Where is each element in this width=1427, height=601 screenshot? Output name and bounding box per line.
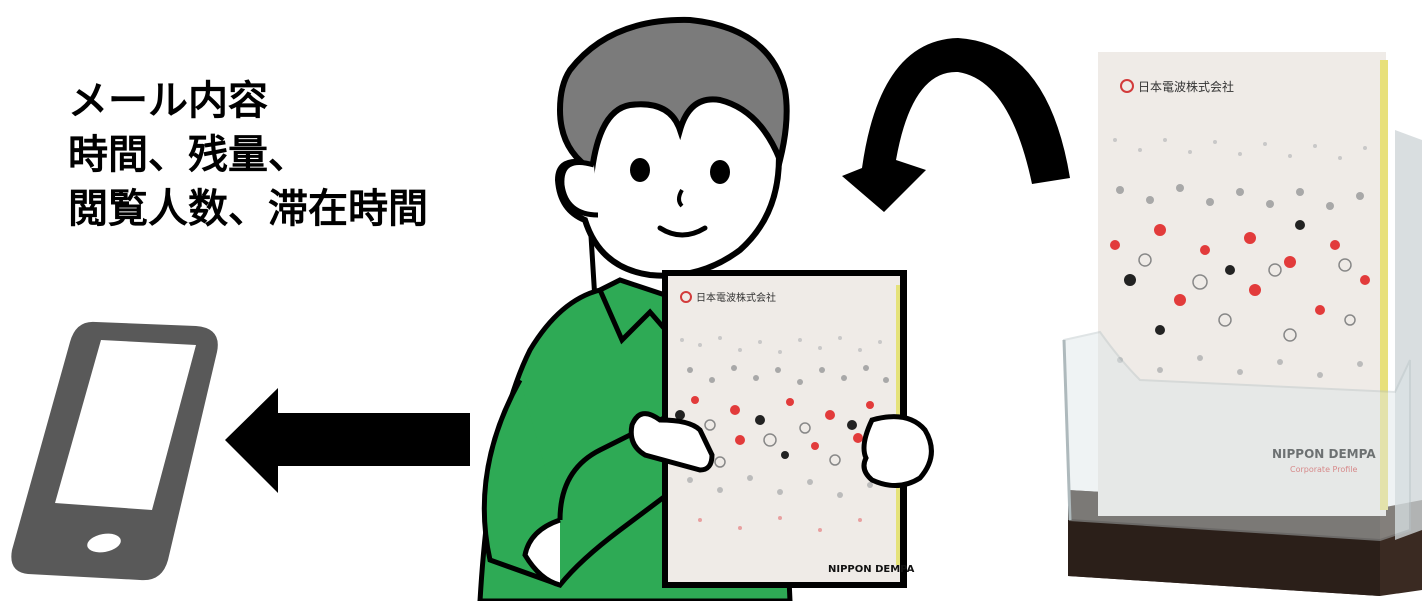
held-brochure: 日本電波株式会社 NIPPON DEMPA bbox=[662, 270, 915, 588]
caption: メール内容 時間、残量、 閲覧人数、滞在時間 bbox=[68, 74, 508, 236]
held-brochure-company-name: 日本電波株式会社 bbox=[696, 291, 776, 304]
stand-brochure-company-name: 日本電波株式会社 bbox=[1138, 79, 1234, 94]
stand-brochure-subtitle: Corporate Profile bbox=[1290, 465, 1357, 474]
held-brochure-dot-pattern bbox=[675, 336, 889, 532]
stand-brochure-dot-pattern bbox=[1110, 138, 1370, 378]
stand-brochure-brand: NIPPON DEMPA bbox=[1272, 447, 1376, 461]
brochure-stand: 日本電波株式会社 NIPPON DEMPA Corporate Profile bbox=[1062, 52, 1422, 596]
held-brochure-brand: NIPPON DEMPA bbox=[828, 564, 915, 575]
arrow-left-icon bbox=[225, 388, 470, 493]
curved-arrow-icon bbox=[842, 38, 1070, 212]
caption-line-1: メール内容 bbox=[68, 78, 268, 124]
person-hands bbox=[628, 411, 934, 488]
caption-line-3: 閲覧人数、滞在時間 bbox=[68, 186, 428, 232]
caption-line-2: 時間、残量、 bbox=[68, 132, 308, 178]
smartphone-icon bbox=[11, 321, 218, 581]
